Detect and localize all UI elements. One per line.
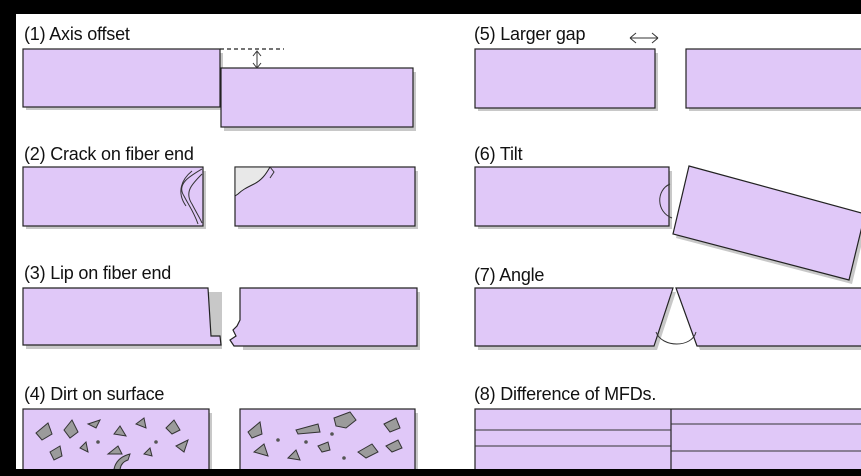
fiber-right-tilted — [672, 165, 861, 281]
dirt-diagram — [22, 408, 418, 469]
fiber-right-angled — [675, 287, 861, 347]
fiber-left — [22, 48, 221, 108]
fiber-left-angled — [474, 287, 674, 347]
mfd-diagram — [474, 408, 861, 469]
fiber-left-lip — [22, 287, 222, 346]
label-angle: (7) Angle — [474, 265, 545, 285]
fiber-diagrams — [22, 32, 861, 469]
fiber-right-dirty — [239, 408, 416, 469]
tilt-diagram — [474, 165, 861, 284]
fiber-pair — [474, 408, 861, 469]
label-dirt-on-surface: (4) Dirt on surface — [24, 384, 165, 404]
label-crack-on-fiber-end: (2) Crack on fiber end — [24, 144, 194, 164]
fiber-right — [229, 287, 418, 347]
fiber-right-offset — [220, 67, 414, 128]
fiber-right — [685, 48, 861, 109]
fiber-left — [474, 48, 656, 109]
larger-gap-diagram — [474, 32, 861, 111]
label-axis-offset: (1) Axis offset — [24, 24, 130, 44]
label-lip-on-fiber-end: (3) Lip on fiber end — [24, 263, 172, 283]
label-difference-of-mfds: (8) Difference of MFDs. — [474, 384, 657, 404]
double-arrow-icon — [629, 32, 659, 44]
tilt-angle-arc — [659, 183, 673, 219]
angle-arc — [655, 331, 697, 345]
lip-diagram — [22, 287, 420, 350]
crack-diagram — [22, 166, 418, 229]
fiber-left — [22, 166, 204, 227]
angle-diagram — [474, 287, 861, 350]
axis-offset-diagram — [22, 48, 416, 131]
label-tilt: (6) Tilt — [474, 144, 523, 164]
offset-arrow-icon — [252, 50, 262, 69]
fiber-left-dirty — [22, 408, 210, 469]
fiber-left — [474, 166, 670, 227]
crack-chip — [234, 166, 271, 197]
diagram-panel: (1) Axis offset (2) Crack on fiber end (… — [16, 14, 861, 469]
fiber-right — [234, 166, 416, 227]
label-larger-gap: (5) Larger gap — [474, 24, 586, 44]
